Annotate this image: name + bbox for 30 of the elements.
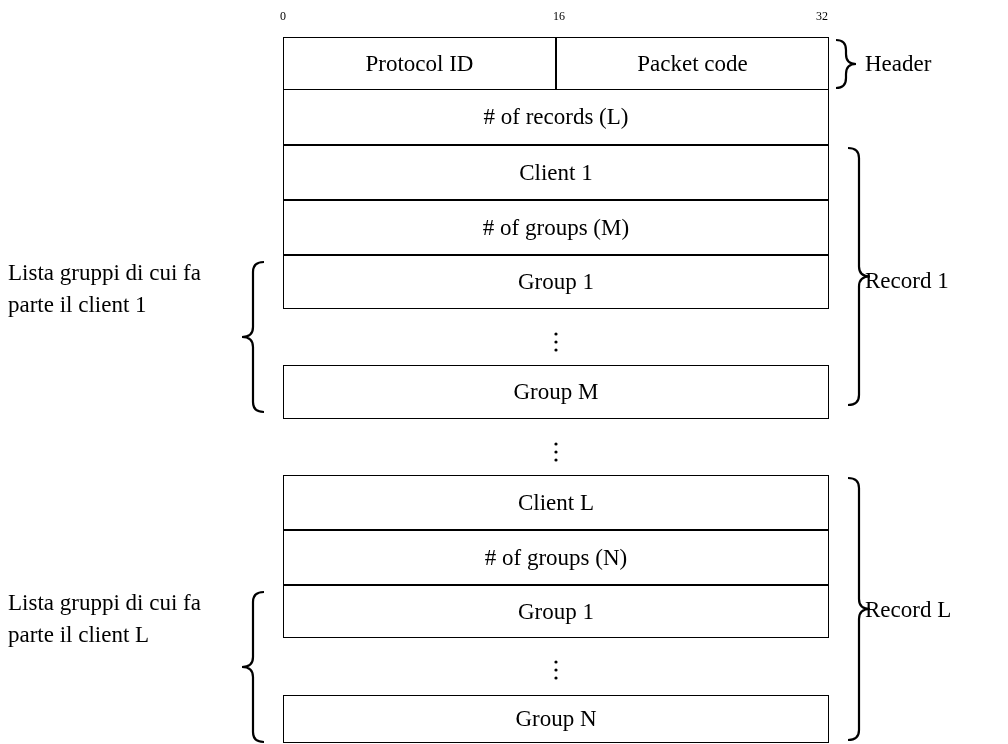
field-box	[283, 145, 829, 200]
field-label: Group M	[513, 379, 599, 405]
brace-label: Record L	[865, 596, 952, 624]
field-box	[556, 37, 829, 90]
field-box	[283, 37, 556, 90]
field-label: Group N	[515, 706, 597, 732]
field-box	[283, 255, 829, 309]
bit-offset: 16	[553, 10, 565, 22]
field-label: # of groups (N)	[484, 544, 628, 571]
field-box	[283, 89, 829, 145]
field-label: # of groups (M)	[482, 214, 630, 241]
field-box	[283, 475, 829, 530]
field-label: # of records (L)	[483, 104, 629, 130]
field-label: Group 1	[518, 598, 594, 625]
field-box	[283, 530, 829, 585]
field-label: Group 1	[518, 269, 594, 295]
field-label: Client 1	[519, 159, 593, 186]
bit-offset: 32	[816, 10, 828, 22]
field-label: Packet code	[637, 50, 748, 77]
field-label: Client L	[518, 489, 594, 516]
field-box	[283, 695, 829, 743]
brace-label: Record 1	[865, 267, 949, 295]
brace-label: Lista gruppi di cui fa parte il client L	[8, 589, 202, 650]
field-box	[283, 585, 829, 638]
brace-label: Header	[865, 50, 932, 78]
field-box	[283, 200, 829, 255]
bit-offset: 0	[280, 10, 286, 22]
field-label: Protocol ID	[365, 50, 474, 77]
field-box	[283, 365, 829, 419]
brace-label: Lista gruppi di cui fa parte il client 1	[8, 259, 202, 320]
